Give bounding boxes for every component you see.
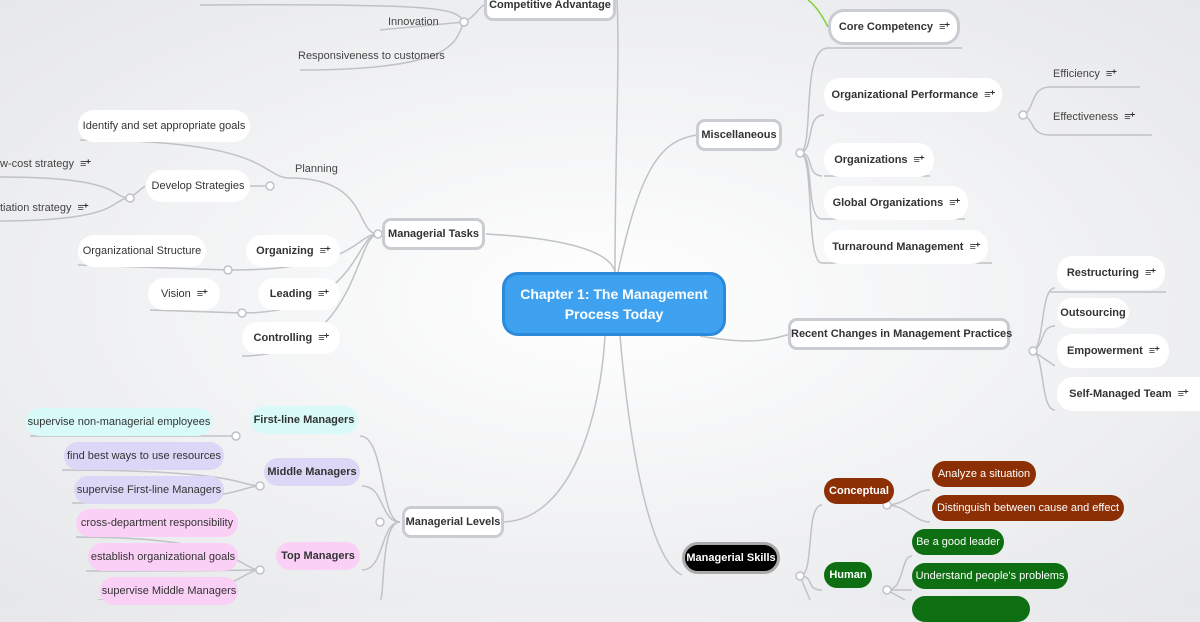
distinguish-cause-effect-node[interactable]: Distinguish between cause and effect — [932, 495, 1124, 521]
note-icon: ≡⁺ — [949, 197, 960, 209]
understand-problems-node[interactable]: Understand people's problems — [912, 563, 1068, 589]
note-icon: ≡⁺ — [319, 245, 331, 257]
responsiveness-node[interactable]: Responsiveness to customers — [298, 50, 445, 62]
note-icon: ≡⁺ — [1148, 345, 1160, 357]
competitive-advantage-node[interactable]: Competitive Advantage — [484, 0, 616, 21]
first-line-managers-node[interactable]: First-line Managers — [250, 406, 358, 434]
note-icon: ≡⁺ — [984, 89, 995, 101]
differentiation-strategy-node[interactable]: tiation strategy≡⁺ — [0, 202, 89, 214]
good-leader-node[interactable]: Be a good leader — [912, 529, 1004, 555]
note-icon: ≡⁺ — [196, 288, 208, 300]
note-icon: ≡⁺ — [1124, 111, 1135, 123]
top-managers-node[interactable]: Top Managers — [276, 542, 360, 570]
self-managed-team-node[interactable]: Self-Managed Team≡⁺ — [1057, 377, 1200, 411]
efficiency-node[interactable]: Efficiency≡⁺ — [1053, 68, 1117, 80]
restructuring-node[interactable]: Restructuring≡⁺ — [1057, 256, 1165, 290]
outsourcing-node[interactable]: Outsourcing — [1057, 298, 1129, 328]
note-icon: ≡⁺ — [77, 202, 89, 214]
note-icon: ≡⁺ — [913, 154, 925, 166]
empowerment-node[interactable]: Empowerment≡⁺ — [1057, 334, 1169, 368]
note-icon: ≡⁺ — [79, 158, 91, 170]
central-topic[interactable]: Chapter 1: The Management Process Today — [502, 272, 726, 336]
organizational-structure-node[interactable]: Organizational Structure — [78, 235, 206, 267]
effectiveness-node[interactable]: Effectiveness≡⁺ — [1053, 111, 1135, 123]
recent-changes-node[interactable]: Recent Changes in Management Practices — [788, 318, 1012, 350]
low-cost-strategy-node[interactable]: w-cost strategy≡⁺ — [0, 158, 91, 170]
supervise-middle-node[interactable]: supervise Middle Managers — [100, 577, 238, 605]
managerial-tasks-node[interactable]: Managerial Tasks — [382, 218, 485, 250]
cross-department-node[interactable]: cross-department responsibility — [76, 509, 238, 537]
vision-node[interactable]: Vision≡⁺ — [148, 278, 220, 310]
global-organizations-node[interactable]: Global Organizations≡⁺ — [824, 186, 968, 220]
note-icon: ≡⁺ — [1105, 68, 1117, 80]
middle-managers-node[interactable]: Middle Managers — [264, 458, 360, 486]
organizations-node[interactable]: Organizations≡⁺ — [824, 143, 934, 177]
innovation-node[interactable]: Innovation — [388, 16, 439, 28]
managerial-levels-node[interactable]: Managerial Levels — [402, 506, 504, 538]
organizing-node[interactable]: Organizing≡⁺ — [246, 235, 340, 267]
human-node[interactable]: Human — [824, 562, 872, 588]
note-icon: ≡⁺ — [1144, 267, 1156, 279]
organizational-performance-node[interactable]: Organizational Performance≡⁺ — [824, 78, 1002, 112]
identify-goals-node[interactable]: Identify and set appropriate goals — [78, 110, 250, 142]
develop-strategies-node[interactable]: Develop Strategies — [146, 170, 250, 202]
note-icon: ≡⁺ — [969, 241, 980, 253]
find-best-ways-node[interactable]: find best ways to use resources — [64, 442, 224, 470]
conceptual-node[interactable]: Conceptual — [824, 478, 894, 504]
establish-goals-node[interactable]: establish organizational goals — [88, 543, 238, 571]
leading-node[interactable]: Leading≡⁺ — [258, 278, 340, 310]
note-icon: ≡⁺ — [317, 288, 329, 300]
supervise-first-line-node[interactable]: supervise First-line Managers — [74, 476, 224, 504]
miscellaneous-node[interactable]: Miscellaneous — [696, 119, 782, 151]
analyze-situation-node[interactable]: Analyze a situation — [932, 461, 1036, 487]
managerial-skills-node[interactable]: Managerial Skills — [682, 542, 780, 574]
controlling-node[interactable]: Controlling≡⁺ — [242, 322, 340, 354]
turnaround-management-node[interactable]: Turnaround Management≡⁺ — [824, 230, 988, 264]
core-competency-node[interactable]: Core Competency≡⁺ — [828, 9, 960, 45]
supervise-non-managerial-node[interactable]: supervise non-managerial employees — [26, 408, 212, 436]
note-icon: ≡⁺ — [1177, 388, 1189, 400]
note-icon: ≡⁺ — [318, 332, 329, 344]
planning-node[interactable]: Planning — [295, 163, 338, 175]
note-icon: ≡⁺ — [938, 21, 950, 33]
